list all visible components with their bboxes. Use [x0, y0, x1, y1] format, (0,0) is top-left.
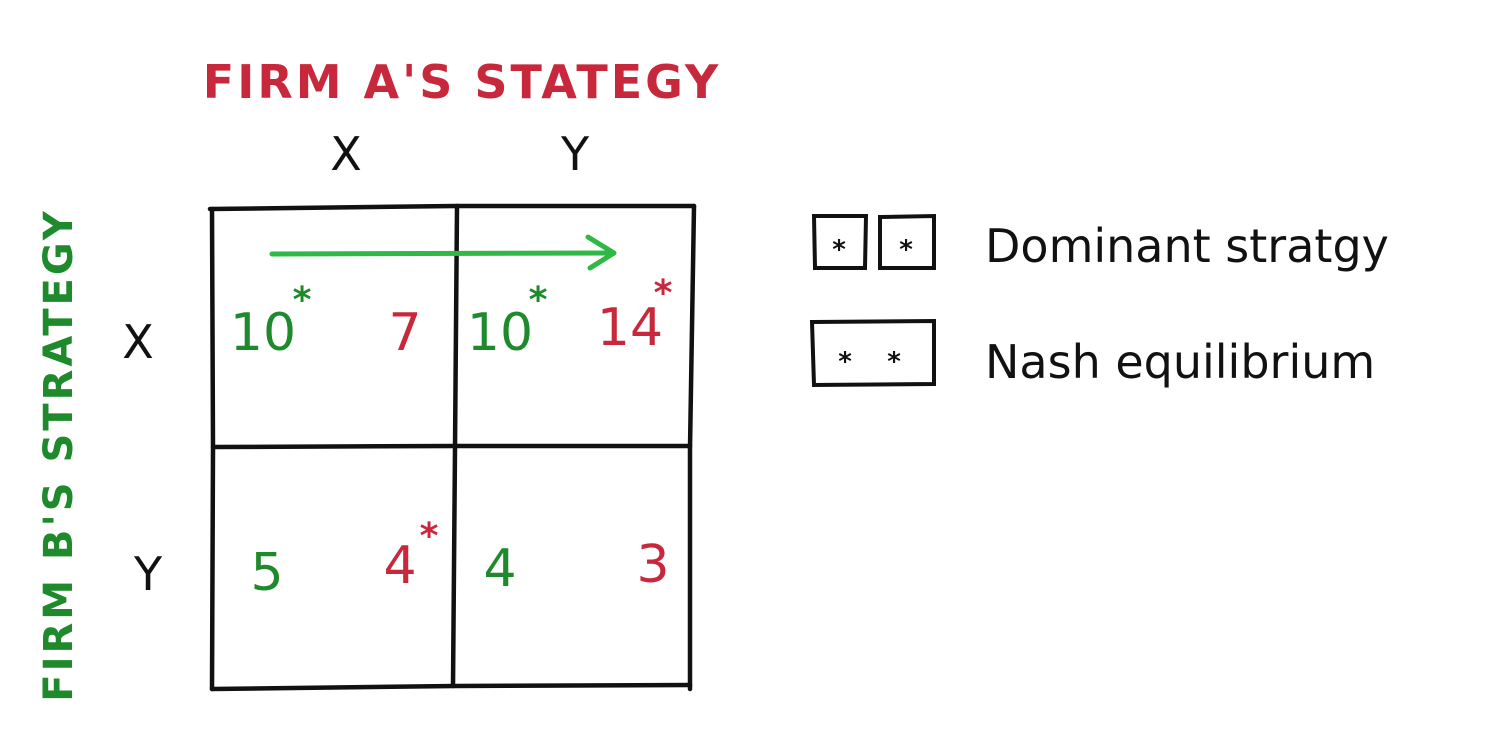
row-label-y: Y [133, 547, 163, 601]
payoff-b-row-x-col-y: 10 [467, 303, 533, 363]
payoff-b-row-x-col-x: 10 [230, 303, 296, 363]
legend-dominant-star-right: * [899, 235, 913, 265]
single-starred-box-icon: * * [811, 213, 936, 270]
payoff-a-row-x-col-y: 14 [597, 298, 663, 358]
payoff-a-row-x-col-x: 7 [388, 303, 421, 363]
grid-top-line [207, 203, 697, 212]
payoff-b-row-y-col-x: 5 [250, 543, 283, 603]
payoff-a-row-y-col-x: 4 [383, 536, 416, 596]
legend-dominant-label: Dominant stratgy [985, 219, 1389, 273]
star-a-row-x-col-y: * [654, 273, 673, 314]
matrix-grid [207, 203, 697, 692]
star-b-row-x-col-x: * [293, 280, 312, 321]
legend-dominant-star-left: * [832, 235, 846, 265]
row-label-x: X [122, 315, 154, 369]
payoff-b-row-y-col-y: 4 [483, 539, 516, 599]
legend-nash-star-right: * [887, 347, 901, 377]
star-b-row-x-col-y: * [529, 280, 548, 321]
firm-a-strategy-title: FIRM A'S STATEGY [203, 55, 721, 109]
star-a-row-y-col-x: * [420, 516, 439, 557]
legend-nash-star-left: * [838, 347, 852, 377]
grid-middle-horizontal [210, 443, 693, 450]
legend-nash-label: Nash equilibrium [985, 335, 1375, 389]
double-starred-box-icon: * * [809, 318, 936, 388]
payoff-a-row-y-col-y: 3 [636, 535, 669, 595]
column-label-x: X [330, 127, 362, 181]
column-label-y: Y [560, 127, 590, 181]
firm-b-strategy-title: FIRM B'S STRATEGY [36, 208, 82, 701]
dominant-strategy-arrow [269, 234, 617, 271]
